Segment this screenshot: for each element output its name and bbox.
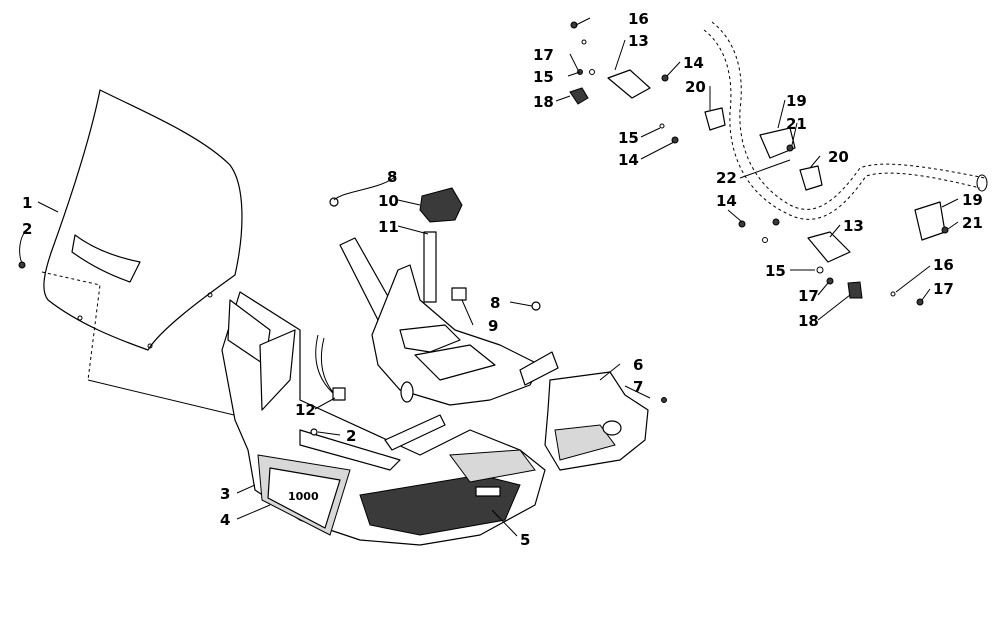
- callout-18: 18: [533, 93, 554, 111]
- callout-14: 14: [683, 54, 704, 72]
- callout-13: 13: [843, 217, 864, 235]
- callout-2: 2: [22, 220, 32, 238]
- callout-1: 1: [22, 194, 32, 212]
- callout-15: 15: [533, 68, 554, 86]
- callout-21: 21: [962, 214, 983, 232]
- callout-7: 7: [633, 378, 643, 396]
- callout-2: 2: [346, 427, 356, 445]
- callout-6: 6: [633, 356, 643, 374]
- badge-text: 1000: [288, 490, 319, 503]
- callout-21: 21: [786, 115, 807, 133]
- callout-17: 17: [533, 46, 554, 64]
- wiring-harness: [315, 334, 346, 401]
- callout-15: 15: [765, 262, 786, 280]
- lower-mount-cluster: [738, 218, 924, 306]
- hood-assembly: 1000: [221, 291, 546, 546]
- callout-19: 19: [962, 191, 983, 209]
- callout-16: 16: [628, 10, 649, 28]
- callout-18: 18: [798, 312, 819, 330]
- callout-labels: 1 2 2 3 4 5 6 7 8 8 9 10 11 12 13 13 14 …: [22, 10, 983, 549]
- callout-13: 13: [628, 32, 649, 50]
- callout-19: 19: [786, 92, 807, 110]
- callout-20: 20: [685, 78, 706, 96]
- side-panel: [544, 371, 649, 471]
- callout-14: 14: [618, 151, 639, 169]
- dash-panel: [339, 237, 559, 406]
- leader-lines: [19, 17, 959, 537]
- callout-12: 12: [295, 401, 316, 419]
- callout-17: 17: [933, 280, 954, 298]
- upper-mount-cluster: [569, 21, 949, 241]
- callout-22: 22: [716, 169, 737, 187]
- switch-assembly: [329, 187, 541, 311]
- callout-14: 14: [716, 192, 737, 210]
- callout-4: 4: [220, 511, 230, 529]
- callout-5: 5: [520, 531, 530, 549]
- callout-11: 11: [378, 218, 399, 236]
- callout-16: 16: [933, 256, 954, 274]
- handlebar: [703, 21, 988, 220]
- callout-8: 8: [387, 168, 397, 186]
- windshield: [43, 89, 243, 351]
- callout-9: 9: [488, 317, 498, 335]
- callout-10: 10: [378, 192, 399, 210]
- callout-20: 20: [828, 148, 849, 166]
- callout-17: 17: [798, 287, 819, 305]
- callout-8: 8: [490, 294, 500, 312]
- callout-15: 15: [618, 129, 639, 147]
- callout-3: 3: [220, 485, 230, 503]
